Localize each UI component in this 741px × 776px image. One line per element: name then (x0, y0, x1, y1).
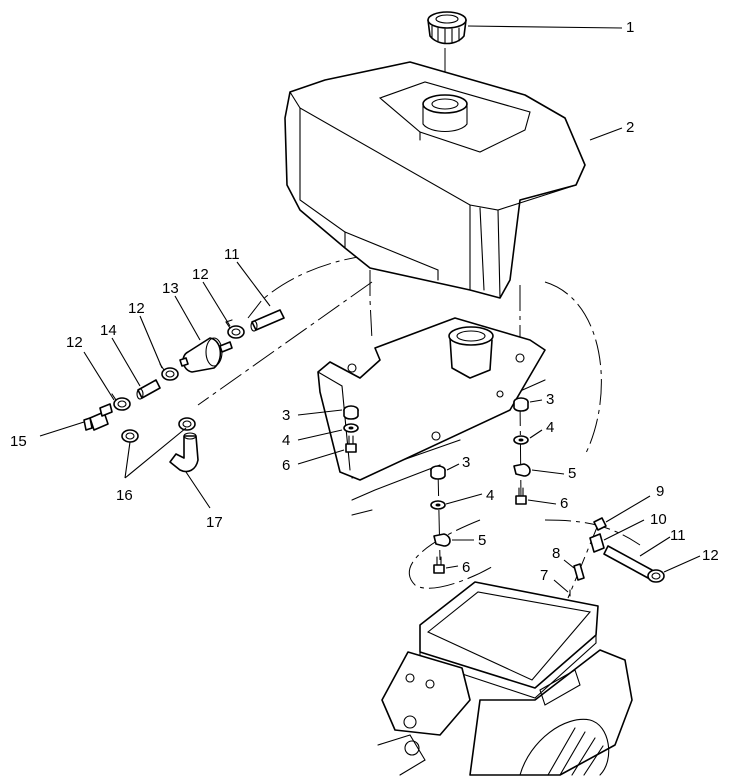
fitting-9 (593, 517, 607, 531)
callout-3-center: 3 (462, 454, 470, 471)
callout-4-left: 4 (282, 432, 290, 449)
callout-3-left: 3 (282, 407, 290, 424)
callout-14: 14 (100, 322, 117, 339)
fuel-hose-upper (250, 309, 285, 332)
hose-clamp-upper (225, 319, 245, 339)
hose-clamp-16b (178, 417, 196, 431)
fuel-tank (284, 61, 586, 299)
isolator-left (343, 405, 359, 420)
callout-17: 17 (206, 514, 223, 531)
callout-9: 9 (656, 483, 664, 500)
callout-3-right: 3 (546, 391, 554, 408)
callout-13: 13 (162, 280, 179, 297)
fuel-hose-short (136, 379, 161, 400)
engine (377, 581, 633, 776)
fuel-cap (427, 11, 467, 45)
bolt-left (345, 435, 357, 453)
mounting-plate (317, 317, 546, 481)
callout-4-center: 4 (486, 487, 494, 504)
callout-7: 7 (540, 567, 548, 584)
shutoff-valve (83, 403, 113, 431)
callout-10: 10 (650, 511, 667, 528)
callout-12-upper: 12 (192, 266, 209, 283)
spacer-8 (573, 563, 585, 581)
callout-1: 1 (626, 19, 634, 36)
callout-12-left: 12 (66, 334, 83, 351)
isolator-center (430, 465, 446, 480)
fuel-hose-lower (603, 545, 653, 579)
clip-right (513, 463, 531, 477)
hose-clamp-middle (159, 363, 179, 381)
hose-clamp-16a (121, 429, 139, 443)
callout-2: 2 (626, 119, 634, 136)
callout-8: 8 (552, 545, 560, 562)
callout-11-lower: 11 (670, 527, 686, 544)
washer-right (513, 435, 529, 445)
callout-12-lower: 12 (702, 547, 719, 564)
callout-4-right: 4 (546, 419, 554, 436)
callout-11-upper: 11 (224, 246, 240, 263)
leader-lines (39, 25, 701, 593)
hose-clamp-left (111, 393, 131, 411)
callout-12-middle: 12 (128, 300, 145, 317)
callout-5-center: 5 (478, 532, 486, 549)
callout-numbers: 1 2 11 12 13 12 14 12 15 16 17 3 4 6 3 4… (10, 19, 719, 584)
callout-15: 15 (10, 433, 27, 450)
bolt-right (515, 487, 527, 505)
callout-6-right: 6 (560, 495, 568, 512)
fuel-filter (179, 337, 233, 373)
clamp-10 (589, 533, 605, 553)
callout-16: 16 (116, 487, 133, 504)
callout-5-right: 5 (568, 465, 576, 482)
hose-clamp-lower (647, 569, 665, 583)
washer-center (430, 500, 446, 510)
isolator-right (513, 397, 529, 412)
washer-left (343, 423, 359, 433)
bolt-center (433, 556, 445, 574)
callout-6-left: 6 (282, 457, 290, 474)
clip-center (433, 533, 451, 547)
callout-6-center: 6 (462, 559, 470, 576)
fuel-elbow-hose (169, 432, 199, 473)
